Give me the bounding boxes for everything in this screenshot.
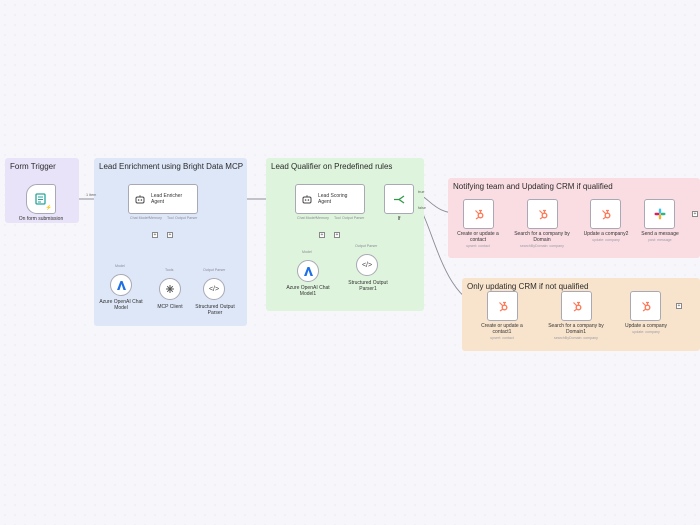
search-company-node[interactable] [527, 199, 558, 229]
add-memory-button[interactable]: + [152, 232, 158, 238]
trigger-bolt-icon: ⚡ [45, 205, 52, 211]
structured-output-parser-1-label: Structured Output Parser1 [348, 280, 388, 293]
update-company-subtitle: update: company [632, 330, 660, 334]
search-company-1-node[interactable] [561, 291, 592, 321]
create-update-contact-label: Create or update a contact [457, 231, 499, 244]
true-branch-label: true [418, 190, 425, 194]
code-brackets-icon: </> [208, 285, 220, 293]
search-company-1-subtitle: searchByDomain: company [554, 336, 598, 340]
hubspot-icon [601, 209, 610, 220]
mcp-icon [166, 285, 174, 293]
model-port-label: Model [115, 264, 125, 268]
search-company-1-label: Search for a company by Domain1 [548, 323, 604, 336]
update-company-label: Update a company [625, 323, 667, 329]
hubspot-icon [538, 209, 547, 220]
group-title: Lead Qualifier on Predefined rules [271, 162, 393, 171]
add-tool-button[interactable]: + [334, 232, 340, 238]
azure-chat-model-1-label: Azure OpenAI Chat Model1 [286, 285, 330, 298]
hubspot-icon [641, 301, 650, 312]
port-output-parser: Output Parser [175, 216, 198, 220]
model-port-label: Model [302, 250, 312, 254]
update-company-2-label: Update a company2 [583, 231, 629, 237]
hubspot-icon [474, 209, 483, 220]
tools-port-label: Tools [165, 268, 174, 272]
group-title: Notifying team and Updating CRM if quali… [453, 182, 613, 191]
slack-icon [654, 208, 665, 220]
port-memory: Memory [316, 216, 329, 220]
hubspot-icon [572, 301, 581, 312]
group-title: Form Trigger [10, 162, 56, 171]
group-title: Lead Enrichment using Bright Data MCP [99, 162, 244, 171]
if-node-label: If [397, 216, 401, 222]
send-message-label: Send a message [641, 231, 679, 237]
create-update-contact-1-subtitle: upsert: contact [490, 336, 514, 340]
azure-icon [303, 266, 313, 276]
port-memory: Memory [149, 216, 162, 220]
update-company-2-subtitle: update: company [592, 238, 620, 242]
send-message-node[interactable] [644, 199, 675, 229]
false-branch-label: false [418, 206, 427, 210]
mcp-client-label: MCP Client [157, 304, 183, 310]
azure-chat-model-label: Azure OpenAI Chat Model [99, 299, 143, 312]
group-title: Only updating CRM if not qualified [467, 282, 589, 291]
azure-chat-model-1-node[interactable] [297, 260, 319, 282]
group-lead-qualifier: Lead Qualifier on Predefined rules [266, 158, 424, 311]
update-company-2-node[interactable] [590, 199, 621, 229]
structured-output-parser-1-node[interactable]: </> [356, 254, 378, 276]
mcp-client-node[interactable] [159, 278, 181, 300]
create-update-contact-1-label: Create or update a contact1 [481, 323, 523, 336]
structured-output-parser-node[interactable]: </> [203, 278, 225, 300]
robot-icon [135, 195, 145, 204]
robot-icon [302, 195, 312, 204]
port-output-parser: Output Parser [342, 216, 365, 220]
port-tool: Tool [167, 216, 174, 220]
create-update-contact-subtitle: upsert: contact [466, 244, 490, 248]
form-icon [35, 193, 46, 205]
azure-icon [116, 280, 126, 290]
output-parser-port-label: Output Parser [203, 268, 226, 272]
if-node[interactable] [384, 184, 414, 214]
hubspot-icon [498, 301, 507, 312]
output-parser-port-label: Output Parser [355, 244, 378, 248]
create-update-contact-1-node[interactable] [487, 291, 518, 321]
add-node-button[interactable]: + [692, 211, 698, 217]
create-update-contact-node[interactable] [463, 199, 494, 229]
form-trigger-node[interactable]: ⚡ [26, 184, 56, 214]
code-brackets-icon: </> [361, 261, 373, 269]
edge-item-count: 1 item [86, 193, 97, 197]
update-company-node[interactable] [630, 291, 661, 321]
azure-chat-model-node[interactable] [110, 274, 132, 296]
structured-output-parser-label: Structured Output Parser [195, 304, 235, 317]
add-memory-button[interactable]: + [319, 232, 325, 238]
add-tool-button[interactable]: + [167, 232, 173, 238]
send-message-subtitle: post: message [648, 238, 672, 242]
port-chat-model: Chat Model* [130, 216, 150, 220]
add-node-button[interactable]: + [676, 303, 682, 309]
form-trigger-label: On form submission [18, 216, 64, 222]
port-tool: Tool [334, 216, 341, 220]
search-company-label: Search for a company by Domain [514, 231, 570, 244]
search-company-subtitle: searchByDomain: company [520, 244, 564, 248]
if-branch-icon [393, 194, 404, 204]
port-chat-model: Chat Model* [297, 216, 317, 220]
